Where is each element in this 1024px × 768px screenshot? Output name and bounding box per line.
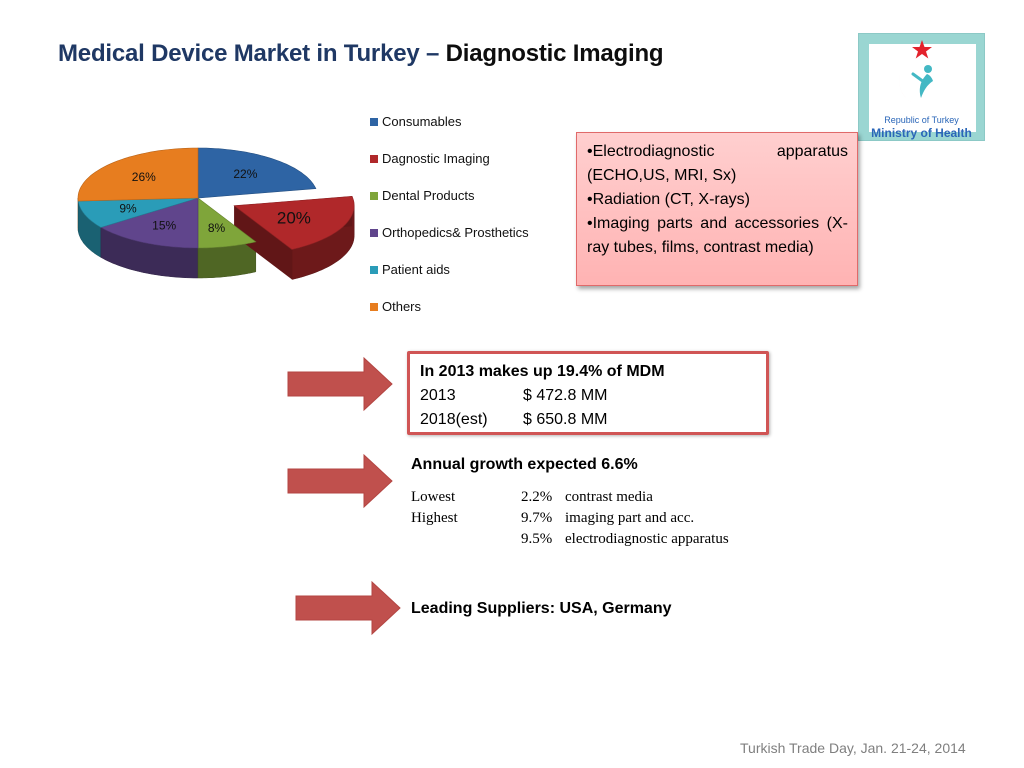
market-share-pie-chart: 22% 20% 8% 15% 9% 26%	[77, 147, 355, 280]
growth-desc: imaging part and acc.	[565, 510, 695, 526]
legend-item: Others	[370, 299, 421, 314]
growth-label: Highest	[411, 510, 458, 526]
market-size-row: 2013 $ 472.8 MM	[420, 384, 766, 408]
growth-desc: contrast media	[565, 489, 653, 505]
market-size-box: In 2013 makes up 19.4% of MDM 2013 $ 472.…	[407, 351, 769, 435]
legend-label: Others	[382, 299, 422, 314]
legend-swatch	[370, 265, 378, 274]
pie-data-label: 8%	[208, 221, 226, 235]
market-value: $ 472.8 MM	[523, 387, 608, 404]
growth-pct: 2.2%	[521, 489, 553, 505]
pie-slice	[197, 197, 257, 249]
legend-item: Consumables	[370, 114, 462, 129]
pie-data-label: 26%	[132, 170, 156, 184]
legend-label: Orthopedics& Prosthetics	[382, 225, 529, 240]
bullet-item: •Imaging parts and accessories (X-ray tu…	[587, 215, 848, 256]
logo-line2: Ministry of Health	[871, 126, 972, 140]
pie-data-label: 20%	[277, 208, 311, 227]
growth-row: 9.5% electrodiagnostic apparatus	[411, 529, 729, 550]
legend-item: Dental Products	[370, 188, 475, 203]
right-arrow-icon	[295, 580, 401, 636]
pie-slice	[233, 195, 355, 250]
pie-data-label: 15%	[152, 219, 176, 233]
pie-slice	[77, 197, 199, 228]
growth-row: Highest 9.7% imaging part and acc.	[411, 508, 729, 529]
growth-label: Lowest	[411, 489, 456, 505]
legend-label: Consumables	[382, 114, 462, 129]
bullet-item: •Electrodiagnostic apparatus (ECHO,US, M…	[587, 143, 848, 184]
page-title: Medical Device Market in Turkey – Diagno…	[58, 40, 664, 68]
footer-text: Turkish Trade Day, Jan. 21-24, 2014	[740, 740, 966, 756]
legend-label: Dagnostic Imaging	[382, 151, 490, 166]
logo-line1: Republic of Turkey	[884, 115, 959, 125]
pie-data-label: 22%	[233, 167, 257, 181]
crescent-star-emblem-icon	[899, 40, 943, 105]
legend-label: Dental Products	[382, 188, 475, 203]
legend-swatch	[370, 302, 378, 311]
market-value: $ 650.8 MM	[523, 411, 608, 428]
year-label: 2013	[420, 387, 456, 404]
legend-swatch	[370, 154, 378, 163]
growth-desc: electrodiagnostic apparatus	[565, 531, 729, 547]
right-arrow-icon	[287, 356, 393, 412]
market-size-row: 2018(est) $ 650.8 MM	[420, 408, 766, 432]
growth-row: Lowest 2.2% contrast media	[411, 487, 729, 508]
growth-table: Lowest 2.2% contrast media Highest 9.7% imag…	[411, 487, 729, 550]
pie-slice-cut	[234, 205, 293, 280]
right-arrow-icon	[287, 453, 393, 509]
legend-swatch	[370, 191, 378, 200]
legend-item: Patient aids	[370, 262, 450, 277]
pie-slice	[100, 197, 199, 249]
legend-swatch	[370, 117, 378, 126]
legend-swatch	[370, 228, 378, 237]
bullet-item: •Radiation (CT, X-rays)	[587, 191, 750, 208]
imaging-categories-box: •Electrodiagnostic apparatus (ECHO,US, M…	[576, 132, 858, 286]
year-label: 2018(est)	[420, 411, 488, 428]
market-share-headline: In 2013 makes up 19.4% of MDM	[420, 363, 665, 380]
pie-slice	[197, 147, 317, 199]
legend-item: Dagnostic Imaging	[370, 151, 490, 166]
pie-data-label: 9%	[119, 202, 137, 216]
growth-pct: 9.7%	[521, 510, 553, 526]
title-part2: Diagnostic Imaging	[445, 40, 664, 67]
leading-suppliers: Leading Suppliers: USA, Germany	[411, 600, 672, 617]
growth-headline: Annual growth expected 6.6%	[411, 456, 638, 473]
title-part1: Medical Device Market in Turkey –	[58, 40, 446, 67]
growth-pct: 9.5%	[521, 531, 553, 547]
pie-slice	[77, 147, 199, 202]
legend-item: Orthopedics& Prosthetics	[370, 225, 529, 240]
legend-label: Patient aids	[382, 262, 450, 277]
ministry-logo: Republic of Turkey Ministry of Health	[858, 33, 985, 141]
